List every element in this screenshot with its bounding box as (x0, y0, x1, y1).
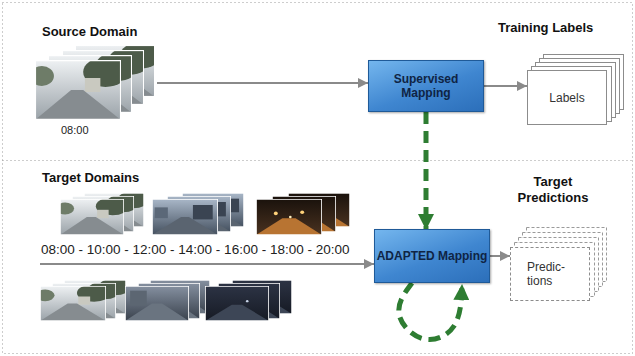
process-box: ADAPTED Mapping (374, 229, 490, 283)
sheet-label: Predic- tions (527, 260, 575, 288)
adaptation-arrow (424, 112, 429, 229)
section-heading: Target Predictions (507, 174, 599, 206)
prediction-sheet-box: Target PredictionsPredic- tions (510, 247, 590, 301)
photo (205, 286, 269, 321)
adaptation-arrow (399, 283, 462, 339)
section-heading: Source Domain (42, 24, 137, 40)
photo (152, 199, 218, 235)
label-sheet-box: Training LabelsLabels (527, 70, 607, 125)
photo (30, 57, 128, 120)
target-photos (36, 191, 350, 321)
flow-arrow (490, 255, 510, 257)
target-region: Target Domains 08:00 - 10:00 - 12:00 - 14… (33, 168, 362, 323)
photo (36, 284, 111, 321)
box-label: ADAPTED Mapping (377, 249, 488, 263)
box-label: Supervised Mapping (369, 72, 483, 100)
source-photos (30, 42, 162, 120)
flow-arrow (362, 263, 374, 265)
source-image: Source Domain08:00 (35, 45, 157, 121)
flow-arrow (484, 85, 527, 87)
time-label: 08:00 (61, 124, 89, 137)
dotted-frame (3, 3, 633, 354)
photo (125, 286, 189, 321)
section-divider (3, 160, 633, 161)
time-axis-label: 08:00 - 10:00 - 12:00 - 14:00 - 16:00 - … (41, 242, 349, 258)
flow-arrow (157, 82, 368, 84)
process-box: Supervised Mapping (368, 60, 484, 112)
time-axis (40, 263, 363, 265)
sheet-label: Labels (549, 91, 584, 105)
section-heading: Target Domains (42, 170, 139, 186)
section-heading: Training Labels (498, 20, 593, 36)
photo (256, 199, 322, 235)
photo (56, 197, 129, 235)
